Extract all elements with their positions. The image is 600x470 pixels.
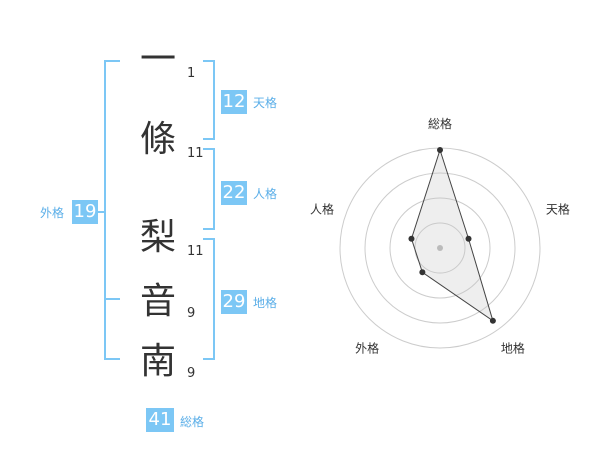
name-char-1: 一 <box>139 39 176 80</box>
tenkaku-value: 12 <box>221 90 247 114</box>
gaikaku-bracket-top <box>104 60 120 62</box>
chikaku-bracket-top <box>203 238 215 240</box>
name-char-2: 條 <box>139 119 176 160</box>
gaikaku-bracket-bottom <box>104 358 120 360</box>
soukaku-label: 総格 <box>180 415 205 429</box>
gaikaku-bracket-connector <box>98 211 104 213</box>
radar-ring <box>389 197 491 299</box>
chikaku-label: 地格 <box>253 296 278 310</box>
stroke-count-4: 9 <box>187 306 196 321</box>
soukaku-value: 41 <box>146 408 174 432</box>
radar-data-point <box>419 269 426 276</box>
radar-center-point <box>437 245 443 251</box>
radar-axis-label: 外格 <box>355 340 379 355</box>
stroke-count-1: 1 <box>187 66 196 81</box>
stroke-count-2: 11 <box>187 146 204 161</box>
gaikaku-value: 19 <box>72 200 98 224</box>
radar-axis-label: 総格 <box>428 116 452 131</box>
name-char-3: 梨 <box>139 217 176 258</box>
radar-ring <box>364 172 516 324</box>
stroke-count-3: 11 <box>187 244 204 259</box>
jinkaku-bracket-vertical <box>213 148 215 230</box>
chikaku-bracket-vertical <box>213 238 215 360</box>
radar-axis-label: 人格 <box>310 202 334 217</box>
gaikaku-bracket-vertical <box>104 60 106 360</box>
tenkaku-bracket-bottom <box>203 138 215 140</box>
chikaku-value: 29 <box>221 290 247 314</box>
gaikaku-label: 外格 <box>40 206 65 220</box>
name-char-4: 音 <box>139 281 176 322</box>
jinkaku-bracket-bottom <box>203 228 215 230</box>
radar-data-point <box>465 235 472 242</box>
name-char-5: 南 <box>139 341 176 382</box>
jinkaku-label: 人格 <box>253 187 278 201</box>
radar-data-polygon <box>410 148 494 323</box>
jinkaku-bracket-top <box>203 148 215 150</box>
radar-data-point <box>437 147 443 153</box>
jinkaku-value: 22 <box>221 181 247 205</box>
tenkaku-bracket-vertical <box>213 60 215 140</box>
radar-axis-label: 天格 <box>546 202 570 217</box>
chikaku-bracket-bottom <box>203 358 215 360</box>
gaikaku-bracket-mid <box>104 298 120 300</box>
tenkaku-bracket-top <box>203 60 215 62</box>
radar-data-point <box>408 235 415 242</box>
tenkaku-label: 天格 <box>253 96 278 110</box>
stroke-count-5: 9 <box>187 366 196 381</box>
radar-data-point <box>489 317 496 324</box>
radar-axis-label: 地格 <box>501 340 525 355</box>
